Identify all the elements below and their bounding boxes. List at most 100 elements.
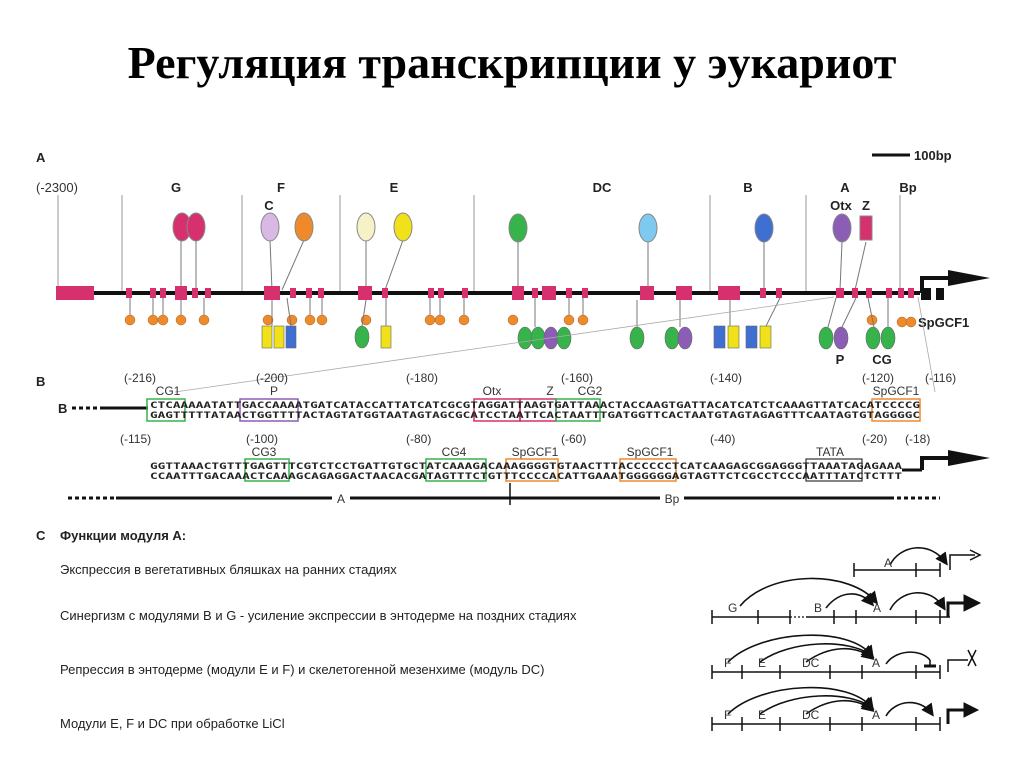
span-label-a: A	[337, 492, 345, 506]
lower-factors	[261, 325, 896, 350]
box-label-cg3: CG3	[252, 445, 277, 459]
box-label-spgcf1-a: SpGCF1	[512, 445, 559, 459]
top-factors	[172, 212, 873, 243]
panel-c-heading: Функции модуля A:	[60, 528, 186, 543]
function-row-4-schematic: F E DC A	[711, 686, 980, 731]
scale-bar: 100bp	[872, 148, 952, 163]
module-label-f: F	[277, 180, 285, 195]
module-label-a: A	[840, 180, 850, 195]
module-label-g: G	[171, 180, 181, 195]
factor-label-c: C	[264, 198, 274, 213]
factor-dc2-shape	[638, 213, 658, 243]
factor-z-shape	[859, 215, 873, 241]
module-span-line: A Bp	[68, 483, 940, 506]
orange-factors	[124, 314, 917, 328]
zoom-lines	[174, 296, 936, 393]
pos-40: (-40)	[710, 432, 735, 446]
pos-20: (-20)	[862, 432, 887, 446]
box-label-z: Z	[546, 384, 553, 398]
row2-bottom-strand: CCAATTTGACAAACTCAAAGCAGAGGACTAACACGATAGT…	[150, 472, 903, 482]
slide-title: Регуляция транскрипции у эукариот	[127, 37, 897, 88]
lower-labels: P CG SpGCF1	[836, 315, 970, 367]
start-position-label: (-2300)	[36, 180, 78, 195]
sequence-row-1: B CTCAAAAATATTGACCAAAATGATCATACCATTATCAT…	[58, 398, 921, 422]
span-label-bp: Bp	[665, 492, 680, 506]
lower-stalks	[271, 297, 889, 328]
module-label-b: B	[743, 180, 752, 195]
row2-module-b: B	[814, 601, 822, 615]
binding-sites	[126, 286, 914, 300]
factor-e1-shape	[356, 212, 376, 242]
row1-label: B	[58, 401, 67, 416]
pos-140: (-140)	[710, 371, 742, 385]
orange-factor-stalks	[129, 298, 584, 315]
function-row-2-schematic: G B A	[711, 577, 982, 624]
box-label-tata: TATA	[816, 445, 844, 459]
row4-module-f: F	[724, 708, 731, 722]
row2-module-g: G	[728, 601, 737, 615]
row4-module-a: A	[872, 708, 880, 722]
panel-b-label: B	[36, 374, 45, 389]
factor-stalks	[180, 239, 867, 291]
label-spgcf1: SpGCF1	[918, 315, 969, 330]
pos-60: (-60)	[561, 432, 586, 446]
factor-b-shape	[754, 213, 774, 243]
pos-160: (-160)	[561, 371, 593, 385]
function-row-1-text: Экспрессия в вегетативных бляшках на ран…	[60, 562, 397, 577]
row4-module-dc: DC	[802, 708, 820, 722]
row3-module-e: E	[758, 656, 766, 670]
pos-18: (-18)	[905, 432, 930, 446]
sequence-row-2: GGTTAAACTGTTTGAGTTTCGTCTCCTGATTGTGCTATCA…	[150, 450, 990, 482]
row1-positions: (-216) (-200) (-180) (-160) (-140) (-120…	[124, 371, 956, 385]
factor-e2-shape	[393, 212, 413, 242]
function-row-3-schematic: F E DC A	[711, 634, 977, 679]
pos-180: (-180)	[406, 371, 438, 385]
factor-label-otx: Otx	[830, 198, 852, 213]
box-label-otx: Otx	[483, 384, 502, 398]
label-p: P	[836, 352, 845, 367]
row3-module-dc: DC	[802, 656, 820, 670]
factor-otx-shape	[832, 213, 852, 243]
pos-216: (-216)	[124, 371, 156, 385]
row1-top-strand: CTCAAAAATATTGACCAAAATGATCATACCATTATCATCG…	[150, 401, 920, 411]
module-labels: G F E DC B A Bp C Otx Z	[171, 180, 917, 213]
box-label-spgcf1-b: SpGCF1	[627, 445, 674, 459]
row1-module-a: A	[884, 556, 892, 570]
row2-top-strand: GGTTAAACTGTTTGAGTTTCGTCTCCTGATTGTGCTATCA…	[150, 462, 903, 472]
row1-bottom-strand: GAGTTTTTATAACTGGTTTTACTAGTATGGTAATAGTAGC…	[150, 411, 920, 421]
panel-c-label: C	[36, 528, 46, 543]
pos-120: (-120)	[862, 371, 894, 385]
pos-80: (-80)	[406, 432, 431, 446]
box-label-cg2: CG2	[578, 384, 603, 398]
scale-label: 100bp	[914, 148, 952, 163]
label-cg: CG	[872, 352, 892, 367]
row4-module-e: E	[758, 708, 766, 722]
box-label-spgcf1-top: SpGCF1	[873, 384, 920, 398]
module-dividers	[57, 195, 901, 292]
row3-module-f: F	[724, 656, 731, 670]
pos-100: (-100)	[246, 432, 278, 446]
row1-box-labels: CG1 P Otx Z CG2 SpGCF1	[156, 384, 920, 398]
function-row-1-schematic: A	[853, 546, 982, 577]
panel-a-label: A	[36, 150, 46, 165]
row2-positions: (-115) (-100) (-80) (-60) (-40) (-20) (-…	[120, 432, 930, 446]
module-label-bp: Bp	[899, 180, 916, 195]
pos-115: (-115)	[120, 432, 151, 446]
pos-200: (-200)	[256, 371, 288, 385]
row2-module-a: A	[873, 601, 881, 615]
pos-116: (-116)	[925, 371, 956, 385]
function-row-2-text: Синергизм с модулями B и G - усиление эк…	[60, 608, 577, 623]
factor-label-z: Z	[862, 198, 870, 213]
box-label-cg4: CG4	[442, 445, 467, 459]
box-label-p: P	[270, 384, 278, 398]
row3-module-a: A	[872, 656, 880, 670]
factor-c-shape	[260, 212, 280, 242]
function-row-3-text: Репрессия в энтодерме (модули E и F) и с…	[60, 662, 544, 677]
factor-f-shape	[294, 212, 314, 242]
factor-g2-shape	[186, 212, 206, 242]
box-label-cg1: CG1	[156, 384, 181, 398]
factor-dc1-shape	[508, 213, 528, 243]
module-label-dc: DC	[593, 180, 612, 195]
function-row-4-text: Модули E, F и DC при обработке LiCl	[60, 716, 285, 731]
